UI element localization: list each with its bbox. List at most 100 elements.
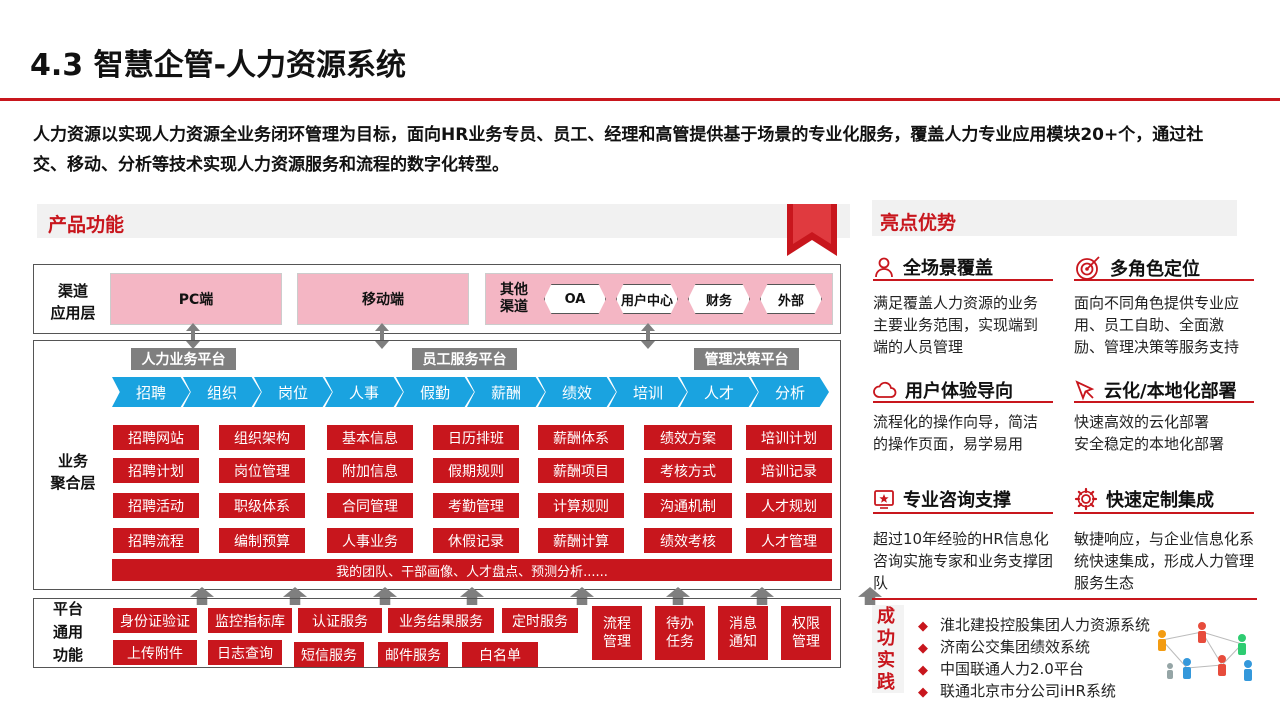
people-network-icon: [1142, 620, 1260, 690]
case-item: ◆淮北建投控股集团人力资源系统: [918, 615, 1150, 637]
cases-label: 成功实践: [872, 606, 900, 694]
function-item: 绩效方案: [644, 425, 732, 450]
analysis-bar: 我的团队、干部画像、人才盘点、预测分析......: [112, 559, 832, 581]
other-channel-label: 其他 渠道: [486, 282, 542, 316]
highlight-text-6: 敏捷响应，与企业信息化系统快速集成，形成人力管理服务生态: [1074, 528, 1254, 594]
platform-func-whitelist: 白名单: [462, 642, 538, 667]
channel-oa: OA: [544, 284, 606, 314]
intro-paragraph: 人力资源以实现人力资源全业务闭环管理为目标，面向HR业务专员、员工、经理和高管提…: [33, 120, 1223, 180]
channel-external: 外部: [760, 284, 822, 314]
highlight-text-3: 流程化的操作向导，简洁的操作页面，易学易用: [873, 411, 1051, 455]
highlight-text-1: 满足覆盖人力资源的业务主要业务范围，实现端到端的人员管理: [873, 292, 1043, 358]
function-item: 薪酬计算: [538, 528, 624, 553]
platform-func-todo: 待办 任务: [655, 606, 705, 660]
function-item: 编制预算: [219, 528, 305, 553]
page-title: 4.3 智慧企管-人力资源系统: [30, 40, 406, 84]
channel-finance: 财务: [688, 284, 750, 314]
function-item: 附加信息: [327, 458, 413, 483]
cloud-icon: [873, 380, 897, 400]
function-item: 薪酬项目: [538, 458, 624, 483]
platform-func-upload: 上传附件: [113, 640, 197, 665]
person-icon: [873, 256, 895, 278]
highlight-title-text: 多角色定位: [1110, 255, 1200, 281]
platform-tag-employee: 员工服务平台: [412, 348, 517, 370]
platform-func-sms: 短信服务: [294, 642, 364, 667]
highlight-title-2: 多角色定位: [1074, 254, 1200, 282]
target-icon: [1074, 254, 1102, 282]
platform-tag-hr: 人力业务平台: [131, 348, 236, 370]
module-attendance: 假勤: [396, 377, 474, 407]
product-section-bar: [37, 204, 850, 238]
case-item: ◆联通北京市分公司iHR系统: [918, 681, 1150, 703]
channel-user-center: 用户中心: [616, 284, 678, 314]
highlight-divider: [873, 401, 1053, 403]
diamond-bullet-icon: ◆: [918, 663, 928, 678]
highlight-title-text: 云化/本地化部署: [1104, 377, 1237, 403]
diamond-bullet-icon: ◆: [918, 641, 928, 656]
function-item: 培训计划: [746, 425, 832, 450]
platform-func-workflow: 流程 管理: [592, 606, 642, 660]
module-performance: 绩效: [538, 377, 616, 407]
highlight-divider: [1074, 512, 1254, 514]
product-section-title: 产品功能: [48, 210, 124, 237]
module-recruit: 招聘: [112, 377, 190, 407]
platform-func-id-verify: 身份证验证: [113, 608, 197, 633]
highlight-divider: [1074, 401, 1254, 403]
title-divider: [0, 98, 1280, 101]
module-salary: 薪酬: [467, 377, 545, 407]
other-channel-box: 其他 渠道 OA 用户中心 财务 外部: [485, 273, 833, 325]
function-item: 职级体系: [219, 493, 305, 518]
highlight-text-2: 面向不同角色提供专业应用、员工自助、全面激励、管理决策等服务支持: [1074, 292, 1249, 358]
case-item: ◆济南公交集团绩效系统: [918, 637, 1150, 659]
highlight-title-text: 全场景覆盖: [903, 254, 993, 280]
highlight-text-5: 超过10年经验的HR信息化咨询实施专家和业务支撑团队: [873, 528, 1059, 594]
highlight-divider: [873, 279, 1053, 281]
function-item: 考勤管理: [433, 493, 519, 518]
function-item: 日历排班: [433, 425, 519, 450]
platform-func-message: 消息 通知: [718, 606, 768, 660]
function-item: 招聘网站: [113, 425, 199, 450]
function-item: 考核方式: [644, 458, 732, 483]
channel-layer-label: 渠道 应用层: [38, 280, 108, 324]
function-grid: 招聘网站招聘计划招聘活动招聘流程组织架构岗位管理职级体系编制预算基本信息附加信息…: [110, 425, 835, 555]
function-item: 计算规则: [538, 493, 624, 518]
function-item: 薪酬体系: [538, 425, 624, 450]
highlight-title-4: 云化/本地化部署: [1074, 377, 1237, 403]
function-item: 人才管理: [746, 528, 832, 553]
function-item: 合同管理: [327, 493, 413, 518]
highlight-title-5: 专业咨询支撑: [873, 486, 1011, 512]
gear-icon: [1074, 487, 1098, 511]
function-item: 基本信息: [327, 425, 413, 450]
module-post: 岗位: [254, 377, 332, 407]
platform-func-metric-lib: 监控指标库: [208, 608, 292, 633]
pc-channel-box: PC端: [110, 273, 282, 325]
platform-func-timer: 定时服务: [502, 608, 578, 633]
platform-func-result: 业务结果服务: [388, 608, 494, 633]
function-item: 沟通机制: [644, 493, 732, 518]
function-item: 培训记录: [746, 458, 832, 483]
cases-list: ◆淮北建投控股集团人力资源系统 ◆济南公交集团绩效系统 ◆中国联通人力2.0平台…: [918, 615, 1150, 703]
module-analysis: 分析: [751, 377, 829, 407]
diamond-bullet-icon: ◆: [918, 685, 928, 700]
platform-layer-label: 平台 通用 功能: [38, 598, 98, 667]
business-layer-label: 业务 聚合层: [38, 450, 108, 494]
module-training: 培训: [609, 377, 687, 407]
function-item: 招聘流程: [113, 528, 199, 553]
diamond-bullet-icon: ◆: [918, 619, 928, 634]
module-personnel: 人事: [325, 377, 403, 407]
highlight-title-6: 快速定制集成: [1074, 486, 1214, 512]
function-item: 绩效考核: [644, 528, 732, 553]
module-talent: 人才: [680, 377, 758, 407]
cases-divider: [872, 598, 1257, 600]
function-item: 招聘计划: [113, 458, 199, 483]
function-item: 假期规则: [433, 458, 519, 483]
corner-ribbon-icon: [787, 204, 837, 256]
platform-func-auth: 认证服务: [298, 608, 382, 633]
highlight-title-3: 用户体验导向: [873, 377, 1013, 403]
highlight-divider: [1074, 279, 1254, 281]
platform-func-mail: 邮件服务: [378, 642, 448, 667]
mobile-channel-box: 移动端: [297, 273, 469, 325]
platform-tag-decision: 管理决策平台: [694, 348, 799, 370]
platform-func-permission: 权限 管理: [781, 606, 831, 660]
function-item: 招聘活动: [113, 493, 199, 518]
